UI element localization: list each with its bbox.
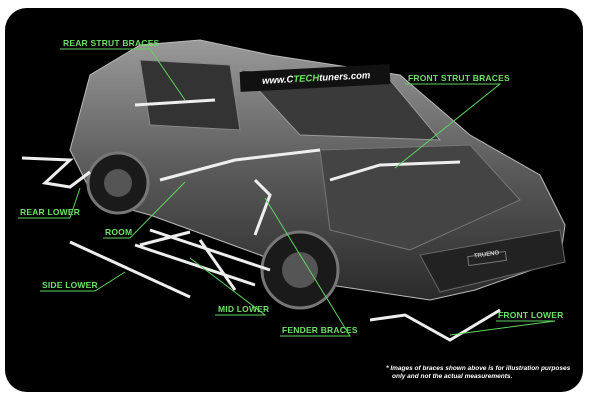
leader-lines <box>18 48 556 337</box>
side-window <box>139 59 241 131</box>
front-strut-brace <box>329 160 461 182</box>
label-front-strut-braces: FRONT STRUT BRACES <box>408 73 510 83</box>
label-fender-braces: FENDER BRACES <box>282 325 358 335</box>
front-lower-brace <box>369 308 501 342</box>
label-front-lower: FRONT LOWER <box>498 310 564 320</box>
room-brace <box>159 148 321 182</box>
plate <box>467 250 508 267</box>
label-side-lower: SIDE LOWER <box>42 280 98 290</box>
engine-bay <box>319 144 521 251</box>
label-rear-lower: REAR LOWER <box>20 207 81 217</box>
fender-brace <box>253 178 272 236</box>
disclaimer-note: * Images of braces shown above is for il… <box>386 365 570 381</box>
label-mid-lower: MID LOWER <box>218 304 270 314</box>
side-lower-brace <box>69 240 191 299</box>
braces <box>21 98 501 342</box>
rear-strut-brace <box>134 98 216 107</box>
mid-lower-brace <box>134 228 271 291</box>
note-line-1: * Images of braces shown above is for il… <box>386 365 571 372</box>
label-rear-strut-braces: REAR STRUT BRACES <box>63 38 160 48</box>
windshield-banner <box>239 64 391 92</box>
note-line-2: only and not the actual measurements. <box>392 373 513 380</box>
rear-lower-brace <box>21 156 91 189</box>
label-room: ROOM <box>105 227 133 237</box>
